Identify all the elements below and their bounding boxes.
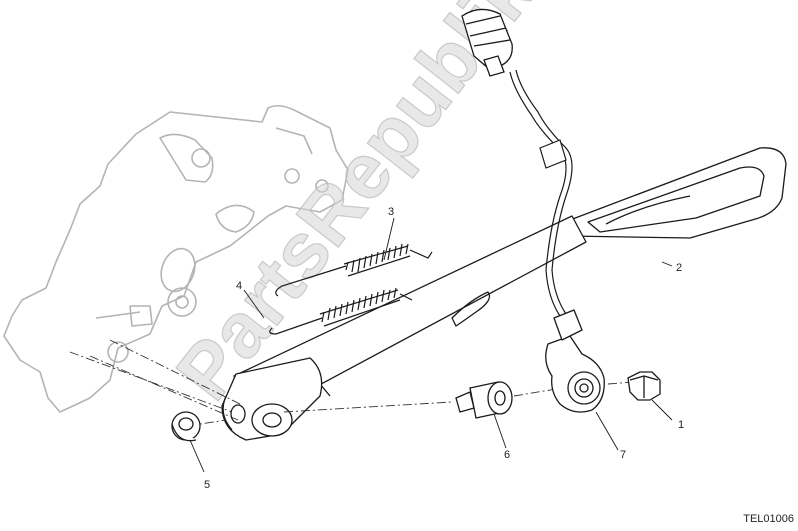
callout-2: 2 [676, 262, 683, 274]
frame-bracket-icon [3, 104, 349, 413]
connector-icon [461, 8, 513, 77]
callout-4: 4 [236, 280, 243, 292]
side-stand-icon [221, 147, 787, 441]
callout-1: 1 [678, 419, 685, 431]
leader-lines [189, 217, 673, 473]
drawing-code: TEL01006 [743, 513, 794, 525]
sensor-switch-icon [545, 309, 605, 413]
spring-icon [269, 287, 413, 335]
callout-7: 7 [620, 449, 627, 461]
assembly-lines [69, 339, 635, 427]
bolt-icon [627, 371, 661, 401]
spring-icon [275, 243, 433, 297]
nut-icon [171, 411, 201, 442]
callout-6: 6 [504, 449, 511, 461]
callout-3: 3 [388, 206, 395, 218]
callout-5: 5 [204, 479, 211, 491]
pin-icon [455, 381, 513, 419]
sensor-cable [509, 69, 573, 317]
